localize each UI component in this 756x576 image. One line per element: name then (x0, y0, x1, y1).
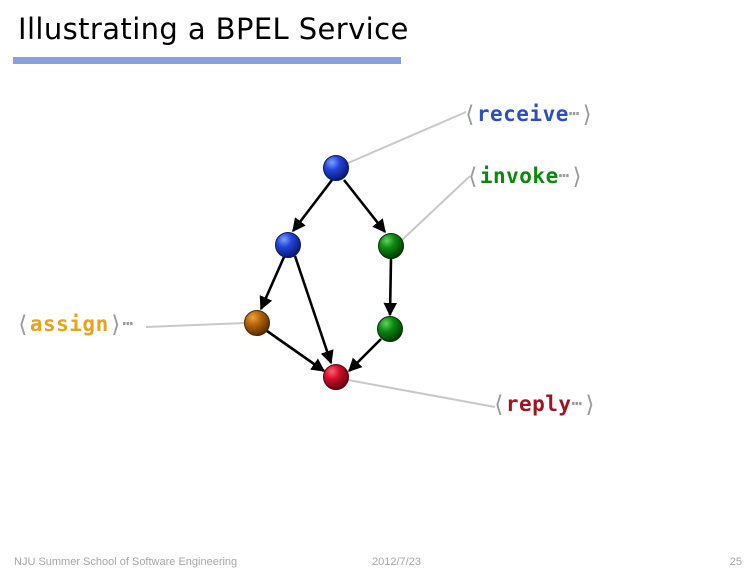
graph-node-invoke-2[interactable] (377, 316, 403, 342)
slide-footer: NJU Summer School of Software Engineerin… (0, 552, 756, 576)
angle-bracket-open-icon: ⟨ (16, 312, 30, 338)
graph-nodes (244, 155, 404, 390)
graph-node-invoke-1[interactable] (378, 233, 404, 259)
label-receive: ⟨receive⋯⟩ (463, 104, 594, 127)
angle-bracket-close-icon: ⟩ (108, 312, 123, 338)
label-invoke-text: invoke (479, 164, 559, 188)
graph-edge (348, 338, 382, 372)
leader-line-assign (145, 322, 246, 328)
ellipsis-icon: ⋯ (122, 314, 134, 334)
leader-line-reply (347, 379, 496, 408)
graph-node-reply[interactable] (323, 364, 349, 390)
graph-edge (259, 256, 286, 311)
label-receive-text: receive (476, 102, 569, 126)
graph-edge (383, 257, 397, 317)
footer-date: 2012/7/23 (372, 556, 421, 568)
angle-bracket-close-icon: ⟩ (580, 102, 594, 128)
angle-bracket-open-icon: ⟨ (463, 102, 477, 128)
ellipsis-icon: ⋯ (558, 166, 570, 186)
graph-edge (342, 179, 387, 234)
footer-page-number: 25 (729, 556, 742, 568)
graph-edge (266, 329, 326, 373)
label-assign-text: assign (29, 312, 109, 336)
ellipsis-icon: ⋯ (568, 104, 581, 124)
label-reply-text: reply (505, 392, 572, 416)
graph-edge (293, 255, 334, 365)
ellipsis-icon: ⋯ (571, 394, 583, 414)
graph-node-receive[interactable] (323, 155, 349, 181)
graph-edges (259, 179, 397, 373)
page-title: Illustrating a BPEL Service (18, 12, 409, 46)
leader-lines (145, 111, 496, 408)
label-invoke: ⟨invoke⋯⟩ (466, 166, 584, 189)
angle-bracket-open-icon: ⟨ (466, 164, 480, 190)
label-assign: ⟨assign⟩⋯ (16, 314, 134, 337)
graph-edge (291, 179, 334, 233)
footer-organization: NJU Summer School of Software Engineerin… (14, 556, 238, 568)
leader-line-invoke (401, 175, 471, 241)
angle-bracket-close-icon: ⟩ (569, 164, 584, 190)
bpel-activity-graph (0, 70, 756, 470)
angle-bracket-close-icon: ⟩ (582, 392, 597, 418)
angle-bracket-open-icon: ⟨ (492, 392, 506, 418)
leader-line-receive (347, 111, 467, 164)
label-reply: ⟨reply⋯⟩ (492, 394, 597, 417)
graph-node-assign-2[interactable] (244, 310, 270, 336)
graph-node-assign-1[interactable] (275, 232, 301, 258)
title-underline-rule (13, 57, 401, 64)
